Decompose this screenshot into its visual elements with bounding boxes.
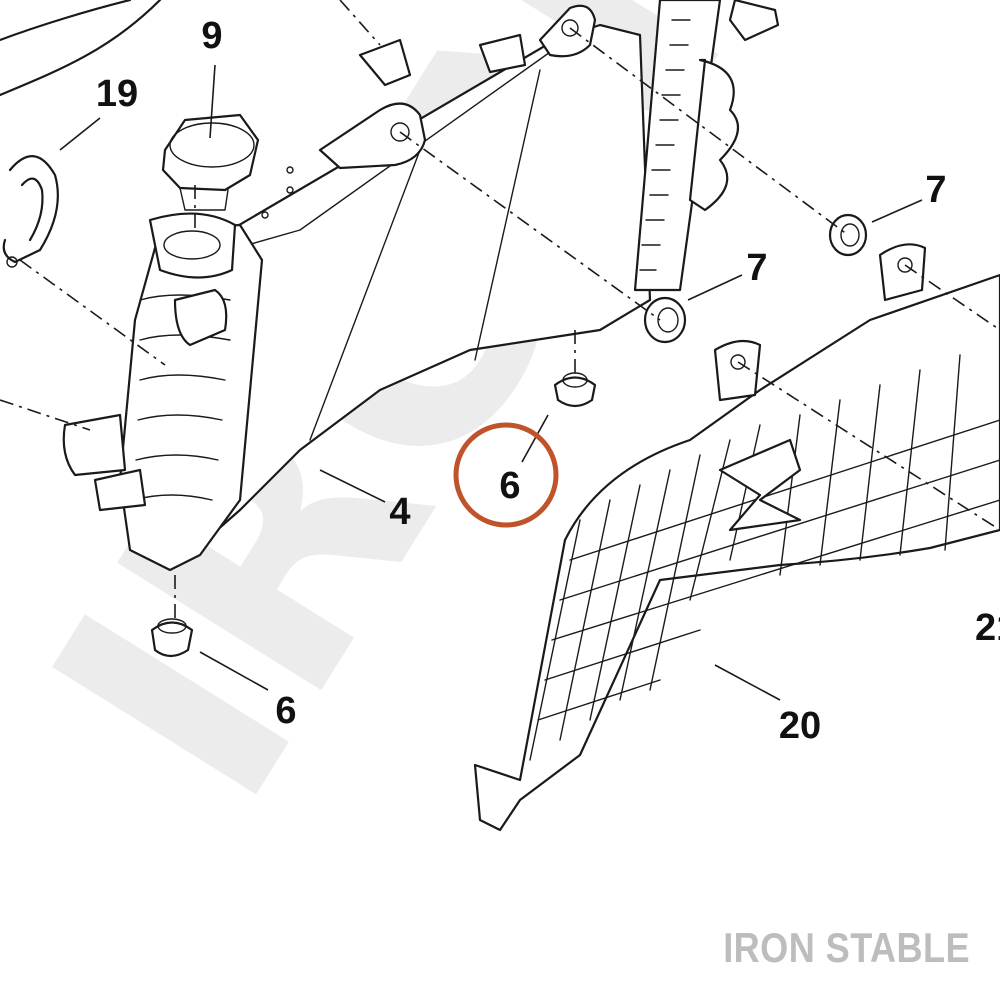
alignment-lines [0, 0, 1000, 620]
guard-grille [529, 354, 1000, 761]
radiator-shroud [198, 4, 652, 547]
grommet-6-center [553, 372, 597, 408]
grommet-7-center [643, 296, 687, 344]
callout-4: 4 [389, 491, 410, 533]
callout-7-center: 7 [746, 247, 767, 289]
grommet-7-upper [828, 213, 868, 257]
radiator-tank [62, 212, 264, 572]
highlight-circle [453, 422, 559, 528]
hose-clamp [2, 155, 59, 268]
callout-6-highlighted: 6 [499, 465, 520, 507]
callout-6-lower: 6 [275, 690, 296, 732]
callout-labels: 9 19 4 6 6 7 7 20 21 [96, 15, 1000, 747]
brand-watermark: IRON STABLE [723, 924, 970, 971]
callout-21: 21 [975, 607, 1000, 649]
exhaust-pipe [0, 0, 162, 97]
rear-shock [633, 0, 780, 292]
leader-lines [59, 64, 923, 701]
radiator-cap [161, 113, 260, 211]
callout-7-upper: 7 [925, 169, 946, 211]
radiator-guard [473, 243, 1000, 832]
callout-19: 19 [96, 73, 138, 115]
grommet-6-lower [150, 618, 194, 658]
callout-9: 9 [201, 15, 222, 57]
callout-20: 20 [779, 705, 821, 747]
